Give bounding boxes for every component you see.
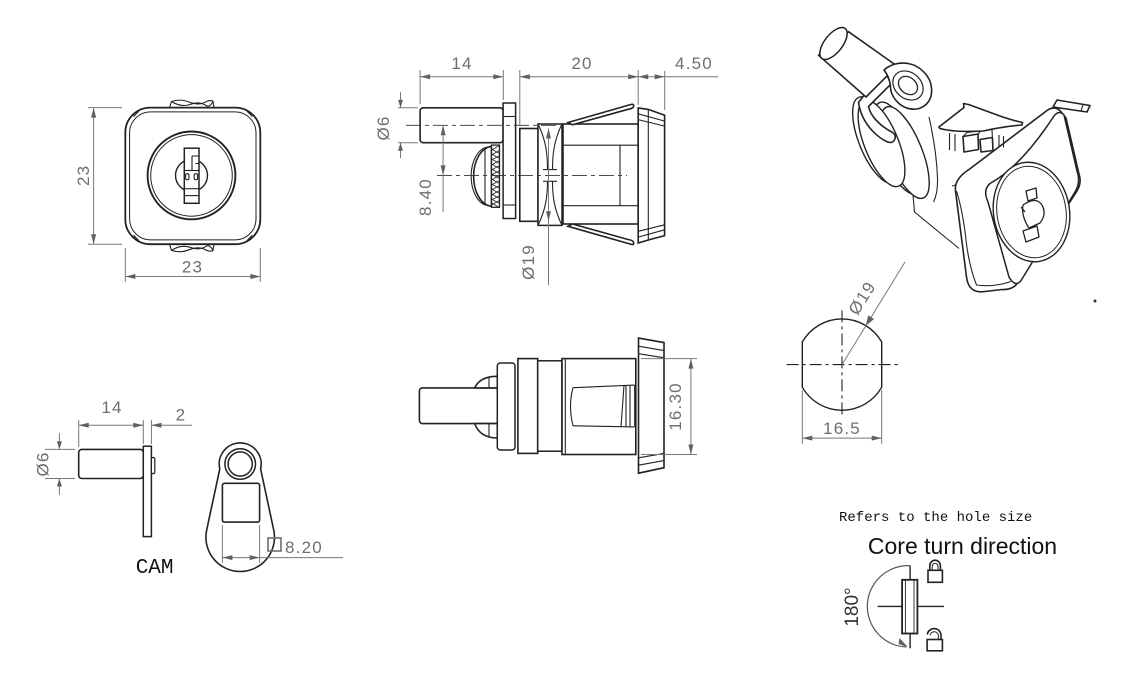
svg-text:Ø6: Ø6 bbox=[34, 451, 53, 476]
svg-text:16.30: 16.30 bbox=[666, 382, 685, 431]
svg-text:8.40: 8.40 bbox=[416, 178, 435, 216]
svg-text:20: 20 bbox=[571, 54, 592, 73]
svg-text:8.20: 8.20 bbox=[285, 538, 323, 557]
svg-text:180°: 180° bbox=[842, 587, 863, 626]
svg-text:Refers to the hole size: Refers to the hole size bbox=[839, 510, 1032, 526]
svg-text:14: 14 bbox=[101, 398, 122, 417]
svg-text:Ø19: Ø19 bbox=[519, 244, 538, 280]
svg-text:23: 23 bbox=[74, 165, 93, 186]
svg-text:23: 23 bbox=[182, 258, 203, 277]
svg-text:16.5: 16.5 bbox=[823, 419, 861, 438]
svg-text:CAM: CAM bbox=[136, 557, 174, 580]
svg-text:14: 14 bbox=[451, 54, 472, 73]
svg-text:4.50: 4.50 bbox=[675, 54, 713, 73]
svg-text:2: 2 bbox=[176, 406, 187, 425]
svg-text:Core turn direction: Core turn direction bbox=[868, 533, 1057, 559]
svg-text:Ø6: Ø6 bbox=[374, 115, 393, 140]
